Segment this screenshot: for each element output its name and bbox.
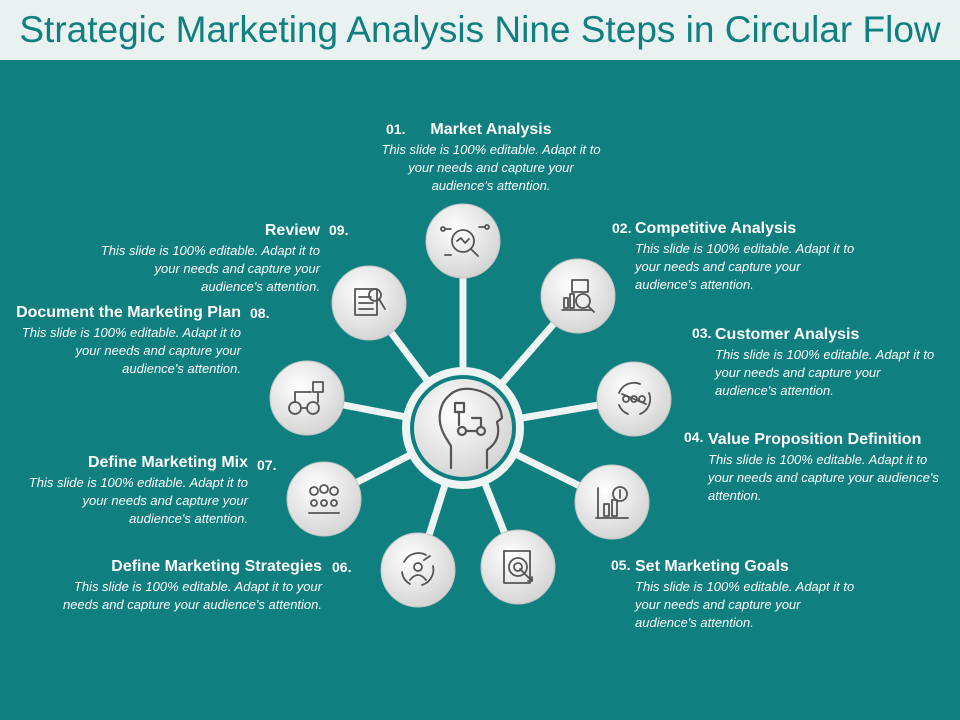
- step-title: Review: [264, 222, 320, 239]
- step-title: Document the Marketing Plan: [16, 304, 241, 321]
- hub-outer-ring: [402, 367, 524, 489]
- step-title: Value Proposition Definition: [708, 431, 922, 448]
- step-node-9: [331, 265, 407, 341]
- step-description: This slide is 100% editable. Adapt it to…: [381, 142, 601, 193]
- step-number: 07.: [257, 457, 277, 473]
- step-number: 04.: [684, 429, 704, 445]
- step-number: 03.: [692, 325, 712, 341]
- document-review-icon: [354, 288, 386, 316]
- slide-title: Strategic Marketing Analysis Nine Steps …: [19, 9, 941, 50]
- step-title: Market Analysis: [430, 121, 552, 138]
- spoke-8: [337, 401, 409, 421]
- step-description: This slide is 100% editable. Adapt it to…: [635, 241, 855, 292]
- step-title: Define Marketing Mix: [87, 454, 248, 471]
- step-title: Set Marketing Goals: [635, 558, 789, 575]
- spoke-3: [517, 401, 603, 422]
- step-description: This slide is 100% editable. Adapt it to…: [62, 579, 322, 612]
- step-node-8: [269, 360, 345, 436]
- target-document-icon: [503, 550, 533, 584]
- step-number: 01.: [386, 121, 406, 137]
- step-number: 02.: [612, 220, 632, 236]
- step-description: This slide is 100% editable. Adapt it to…: [100, 243, 320, 294]
- step-description: This slide is 100% editable. Adapt it to…: [708, 452, 939, 503]
- spokes: [337, 272, 603, 541]
- flowchart-plan-icon: [288, 381, 324, 415]
- step-node-5: [480, 529, 556, 605]
- step-node-7: [286, 461, 362, 537]
- strategy-person-icon: [401, 552, 435, 586]
- step-description: This slide is 100% editable. Adapt it to…: [28, 475, 248, 526]
- step-number: 08.: [250, 305, 270, 321]
- customer-cycle-icon: [618, 381, 652, 415]
- title-bar: [0, 0, 960, 60]
- spoke-2: [498, 318, 559, 388]
- step-node-2: [540, 258, 616, 334]
- analysis-magnifier-icon: [440, 224, 490, 257]
- step-nodes: [269, 203, 672, 608]
- step-description: This slide is 100% editable. Adapt it to…: [21, 325, 241, 376]
- spoke-5: [481, 479, 509, 538]
- bar-chart-dollar-icon: [595, 486, 629, 519]
- step-title: Competitive Analysis: [635, 220, 797, 237]
- step-node-4: [574, 464, 650, 540]
- spoke-7: [351, 451, 414, 487]
- step-title: Define Marketing Strategies: [111, 558, 322, 575]
- step-node-1: [425, 203, 501, 279]
- step-description: This slide is 100% editable. Adapt it to…: [715, 347, 935, 398]
- spoke-6: [425, 480, 449, 541]
- chart-magnifier-icon: [561, 279, 595, 313]
- step-number: 09.: [329, 222, 349, 238]
- step-node-3: [596, 361, 672, 437]
- people-speech-icon: [308, 484, 340, 514]
- head-process-icon: [438, 387, 504, 470]
- spoke-4: [512, 450, 585, 490]
- step-title: Customer Analysis: [715, 326, 860, 343]
- step-description: This slide is 100% editable. Adapt it to…: [635, 579, 855, 630]
- step-node-6: [380, 532, 456, 608]
- step-number: 06.: [332, 559, 352, 575]
- step-number: 05.: [611, 557, 631, 573]
- spoke-9: [386, 327, 432, 385]
